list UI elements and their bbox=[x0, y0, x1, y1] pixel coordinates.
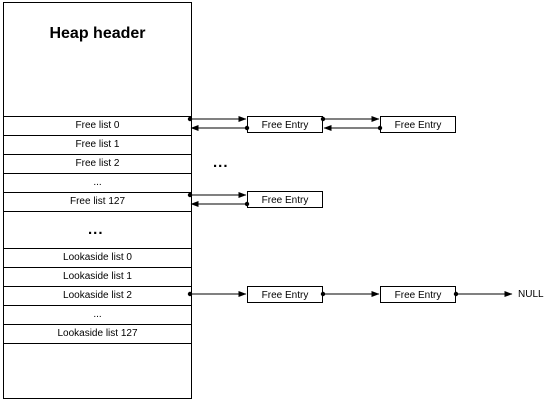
heap-gap-ellipsis: ... bbox=[88, 221, 104, 238]
link-dot bbox=[320, 116, 326, 122]
link-dot bbox=[244, 201, 250, 207]
null-label: NULL bbox=[518, 289, 544, 300]
free-entry-box: Free Entry bbox=[380, 116, 456, 133]
free-list-127-row: Free list 127 bbox=[4, 192, 191, 212]
free-list-0-row: Free list 0 bbox=[4, 116, 191, 135]
lookaside-list-1-row: Lookaside list 1 bbox=[4, 267, 191, 286]
link-dot bbox=[320, 291, 326, 297]
link-dot bbox=[187, 291, 193, 297]
heap-block: Heap header Free list 0 Free list 1 Free… bbox=[3, 2, 192, 399]
lookaside-list-0-row: Lookaside list 0 bbox=[4, 248, 191, 267]
free-list-ellipsis-row: ... bbox=[4, 173, 191, 192]
link-dot bbox=[187, 116, 193, 122]
lookaside-list-127-row: Lookaside list 127 bbox=[4, 324, 191, 344]
free-list-2-row: Free list 2 bbox=[4, 154, 191, 173]
link-dot bbox=[377, 125, 383, 131]
link-dot bbox=[244, 125, 250, 131]
lookaside-list-ellipsis-row: ... bbox=[4, 305, 191, 324]
free-entry-box: Free Entry bbox=[247, 191, 323, 208]
link-dot bbox=[187, 192, 193, 198]
link-dot bbox=[453, 291, 459, 297]
heap-header-title: Heap header bbox=[49, 25, 146, 42]
lookaside-list-2-row: Lookaside list 2 bbox=[4, 286, 191, 305]
middle-ellipsis: ... bbox=[213, 154, 229, 171]
free-entry-box: Free Entry bbox=[247, 116, 323, 133]
free-list-1-row: Free list 1 bbox=[4, 135, 191, 154]
